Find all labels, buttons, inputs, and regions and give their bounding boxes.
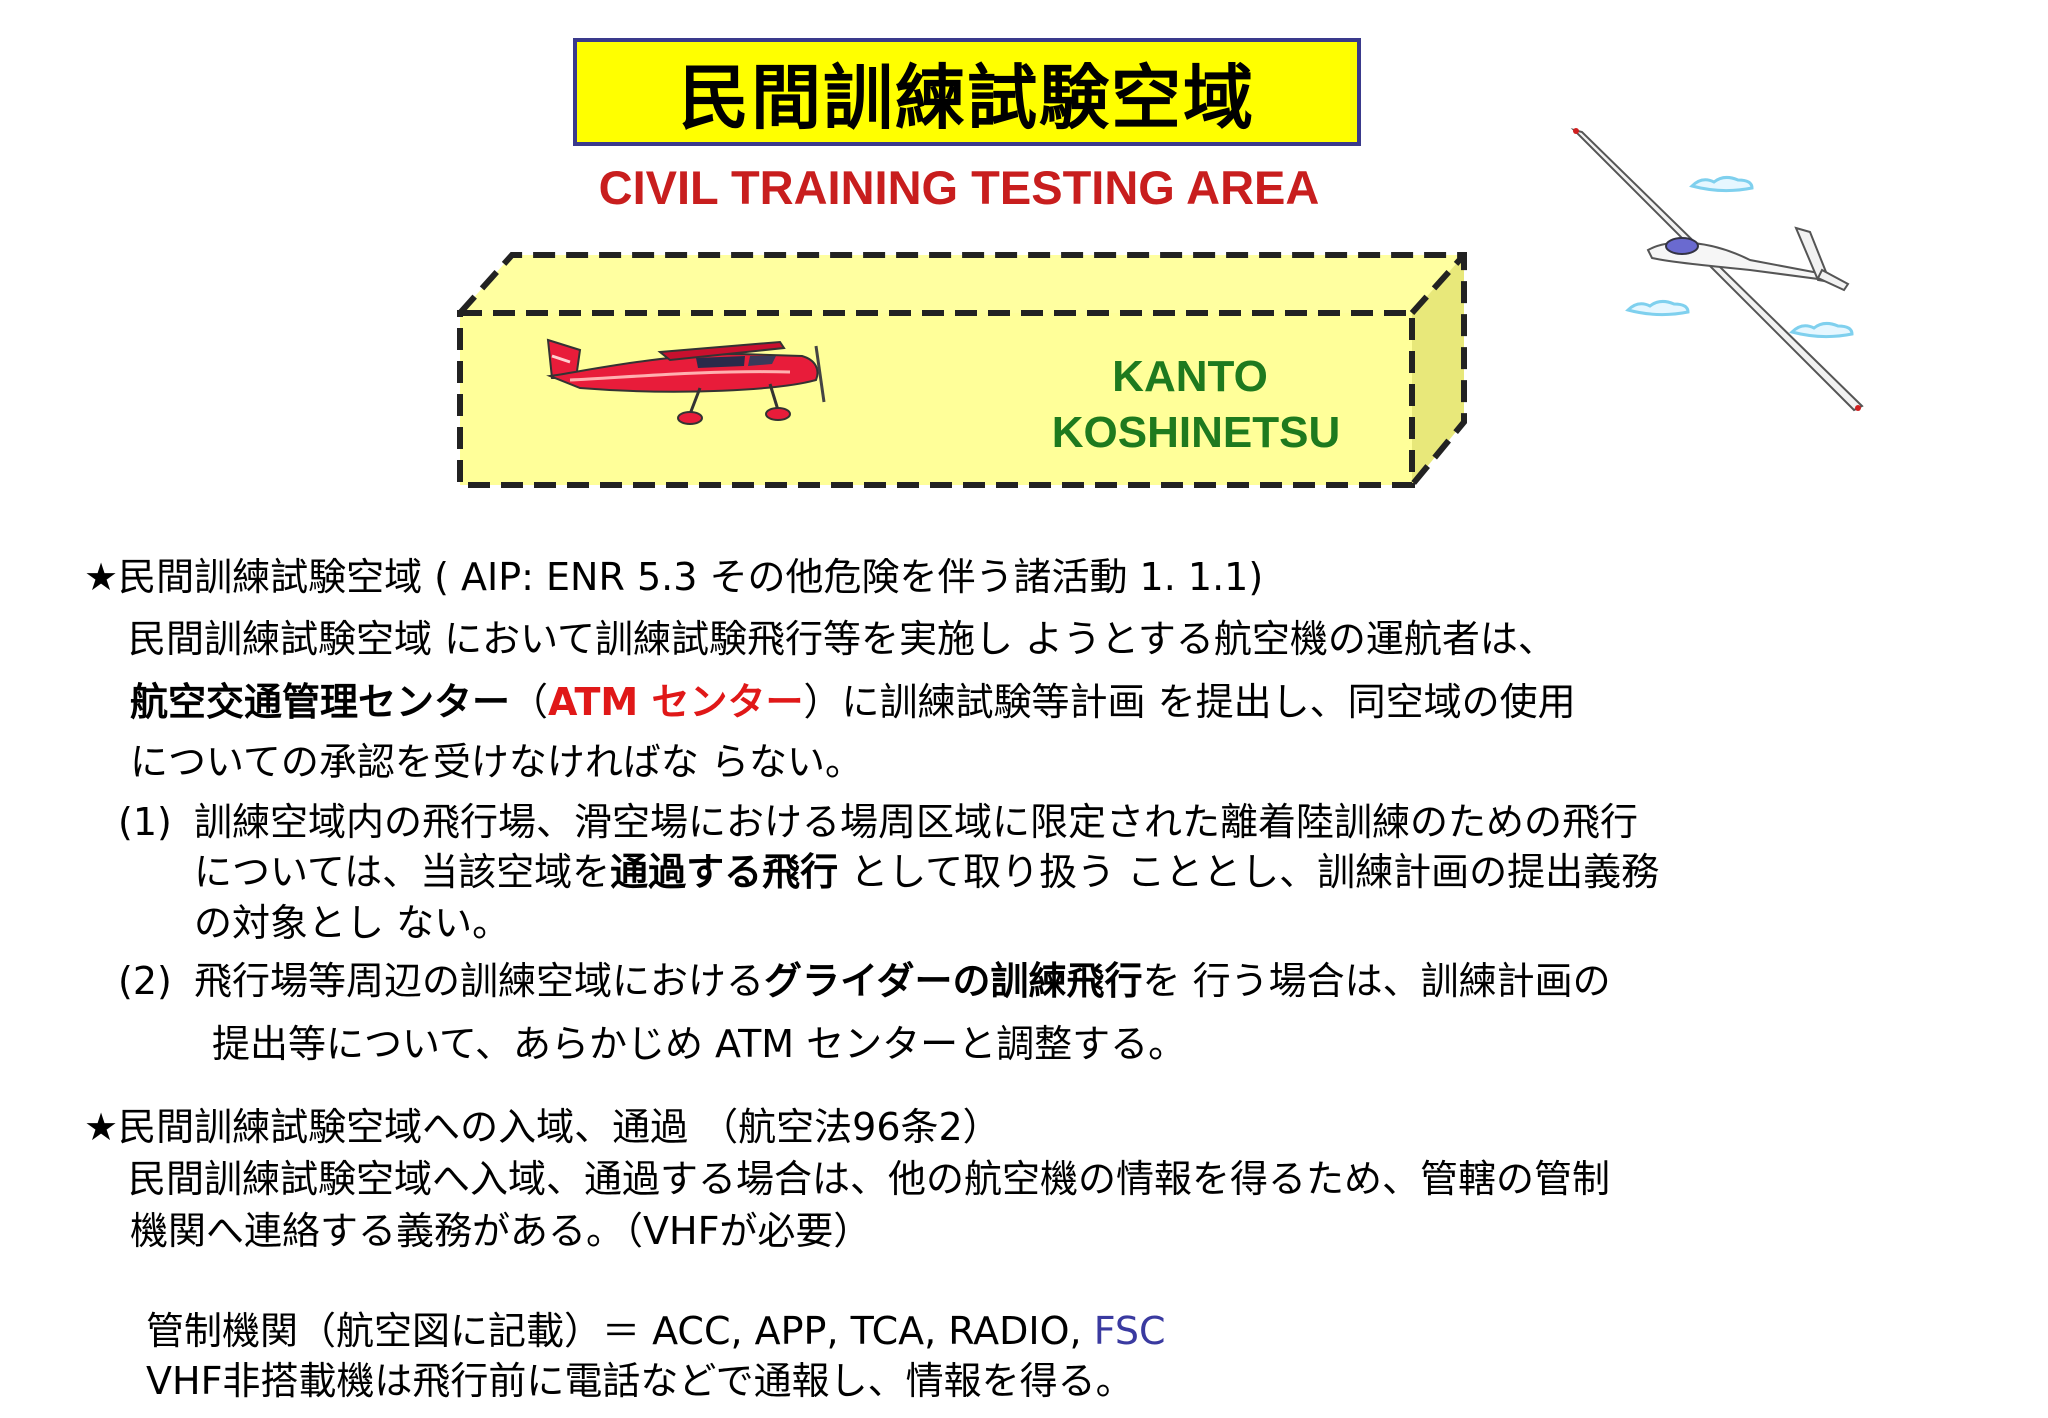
glider-icon (1570, 128, 1864, 412)
section2-heading: ★民間訓練試験空域への入域、通過 （航空法96条2） (84, 1105, 1001, 1149)
section1-line2: 航空交通管理センター（ATM センター）に訓練試験等計画 を提出し、同空域の使用 (130, 683, 1576, 721)
airspace-box-side (1412, 255, 1464, 485)
item2-line1-bold: グライダーの訓練飛行 (764, 959, 1143, 1003)
paren-open: （ (510, 680, 549, 724)
item1-line2-b: として取り扱う こととし、訓練計画の提出義務 (838, 850, 1660, 894)
region-label-kanto: KANTO (1112, 352, 1268, 401)
section2-line2: 機関へ連絡する義務がある。（VHFが必要） (130, 1209, 872, 1253)
item1-line3: の対象とし ない。 (194, 901, 511, 945)
airplane-icon (546, 338, 826, 425)
section2-line3: 管制機関（航空図に記載）＝ ACC, APP, TCA, RADIO, FSC (146, 1312, 1166, 1350)
fsc-label: FSC (1093, 1309, 1166, 1353)
page-subtitle: CIVIL TRAINING TESTING AREA (598, 161, 1320, 214)
title-banner: 民間訓練試験空域 (573, 38, 1361, 146)
section1-line2-rest: に訓練試験等計画 を提出し、同空域の使用 (841, 680, 1576, 724)
item2-line2: 提出等について、あらかじめ ATM センターと調整する。 (212, 1022, 1187, 1066)
item1-line2: については、当該空域を通過する飛行 として取り扱う こととし、訓練計画の提出義務 (194, 853, 1659, 891)
section1-line3: についての承認を受けなければな らない。 (130, 740, 863, 784)
page-title: 民間訓練試験空域 (679, 56, 1255, 139)
item1-line2-a: については、当該空域を (194, 850, 611, 894)
item1-number: (1) (118, 800, 172, 844)
section2-line1: 民間訓練試験空域へ入域、通過する場合は、他の航空機の情報を得るため、管轄の管制 (128, 1157, 1611, 1201)
region-label-koshinetsu: KOSHINETSU (1051, 408, 1341, 457)
item2-line1-a: 飛行場等周辺の訓練空域における (194, 959, 765, 1003)
item2-number: (2) (118, 959, 172, 1003)
section2-line4: VHF非搭載機は飛行前に電話などで通報し、情報を得る。 (146, 1359, 1134, 1403)
section1-line1: 民間訓練試験空域 において訓練試験飛行等を実施し ようとする航空機の運航者は、 (128, 617, 1556, 661)
item1-line1: 訓練空域内の飛行場、滑空場における場周区域に限定された離着陸訓練のための飛行 (194, 800, 1639, 844)
item2-line1: 飛行場等周辺の訓練空域におけるグライダーの訓練飛行を 行う場合は、訓練計画の (194, 962, 1611, 1000)
atm-center-name: 航空交通管理センター (130, 680, 511, 724)
control-facilities-list: 管制機関（航空図に記載）＝ ACC, APP, TCA, RADIO, (146, 1309, 1094, 1353)
airspace-box-top (460, 255, 1464, 313)
item1-line2-bold: 通過する飛行 (610, 850, 839, 894)
paren-close: ） (803, 680, 842, 724)
item2-line1-b: を 行う場合は、訓練計画の (1142, 959, 1611, 1003)
atm-center-abbrev: ATM センター (548, 680, 804, 724)
section1-heading: ★民間訓練試験空域 ( AIP: ENR 5.3 その他危険を伴う諸活動 1. … (84, 555, 1264, 599)
